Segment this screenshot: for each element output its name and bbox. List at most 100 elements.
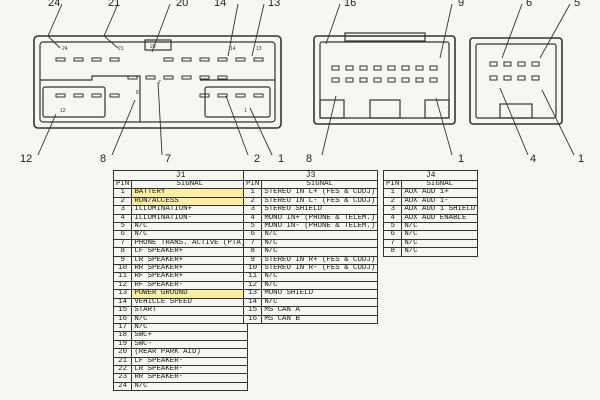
pin-signal: ILLUMINATION- (131, 213, 249, 224)
pin-signal: N/C (261, 238, 379, 249)
table-title: J1 (112, 170, 249, 181)
pin-number: 5 (382, 222, 403, 232)
j1-callout-14: 14 (214, 0, 226, 9)
pin-signal: MONO SHIELD (261, 289, 379, 299)
pin-number: 9 (112, 255, 133, 266)
pin-signal: STEREO IN L- (FES & CDDJ) (261, 196, 379, 207)
pin-signal: N/C (401, 238, 479, 249)
pin-number: 11 (112, 272, 133, 282)
pin-cavity (331, 77, 340, 83)
j1-callout-21: 21 (108, 0, 120, 9)
pin-signal: N/C (131, 381, 249, 392)
pin-signal: STEREO SHIELD (261, 205, 379, 215)
pin-number: 15 (112, 306, 133, 316)
pin-signal: RUN/ACCESS (131, 196, 249, 207)
pin-number: 21 (112, 356, 133, 366)
pin-cavity (73, 93, 84, 98)
pin-signal: LF SPEAKER+ (131, 247, 249, 257)
pin-cavity (73, 57, 84, 62)
j3-callout-9: 9 (458, 0, 464, 9)
pin-number: 19 (112, 339, 133, 350)
pin-number: 12 (242, 280, 263, 291)
pin-cavity (181, 57, 192, 62)
pin-cavity (517, 75, 526, 81)
pin-number: 3 (242, 205, 263, 215)
pin-number: 7 (112, 238, 133, 249)
pin-signal: MS CAN A (261, 306, 379, 316)
pin-number: 6 (112, 230, 133, 240)
j1-face-label: 14 (230, 46, 236, 52)
pin-cavity (235, 57, 246, 62)
pin-signal: STEREO IN R- (FES & CDDJ) (261, 264, 379, 274)
j4-callout-1: 1 (578, 153, 584, 165)
table-title: J4 (382, 170, 479, 181)
pin-number: 15 (242, 306, 263, 316)
pin-column-header: PIN (382, 179, 403, 190)
pin-signal: N/C (261, 230, 379, 240)
pin-signal: RF SPEAKER- (131, 280, 249, 291)
pin-cavity (55, 57, 66, 62)
pin-signal: LR SPEAKER- (131, 364, 249, 375)
pin-cavity (503, 75, 512, 81)
pin-number: 6 (382, 230, 403, 240)
pin-signal: ILLUMINATION+ (131, 205, 249, 215)
j1-face-label: 21 (118, 46, 124, 52)
pin-cavity (387, 77, 396, 83)
pin-number: 2 (112, 196, 133, 207)
pin-signal: MS CAN B (261, 314, 379, 324)
pin-cavity (415, 77, 424, 83)
pin-number: 13 (112, 289, 133, 299)
j3-callout-8: 8 (306, 153, 312, 165)
j1-callout-1: 1 (278, 153, 284, 165)
j4-pin-cavities (489, 61, 540, 81)
pin-cavity (359, 77, 368, 83)
j1-callout-8: 8 (100, 153, 106, 165)
pin-cavity (217, 75, 228, 80)
pin-cavity (415, 65, 424, 71)
pin-signal: N/C (261, 280, 379, 291)
pin-cavity (55, 93, 66, 98)
j1-face-label: 1 (244, 108, 247, 114)
pin-signal: STEREO IN L+ (FES & CDDJ) (261, 188, 379, 198)
pin-number: 2 (382, 196, 403, 207)
pin-cavity (331, 65, 340, 71)
pin-signal: STEREO IN R+ (FES & CDDJ) (261, 255, 379, 266)
j3-callout-1: 1 (458, 153, 464, 165)
pin-cavity (359, 65, 368, 71)
pin-signal: (REAR PARK AID) (131, 348, 249, 358)
pin-number: 11 (242, 272, 263, 282)
j3-callout-16: 16 (344, 0, 356, 9)
pin-signal: N/C (261, 247, 379, 257)
pin-signal: N/C (261, 272, 379, 282)
j1-callout-24: 24 (48, 0, 60, 9)
pin-cavity (163, 57, 174, 62)
pin-cavity (199, 93, 210, 98)
pin-column-header: PIN (242, 179, 263, 190)
pin-cavity (127, 75, 138, 80)
pin-number: 17 (112, 322, 133, 333)
